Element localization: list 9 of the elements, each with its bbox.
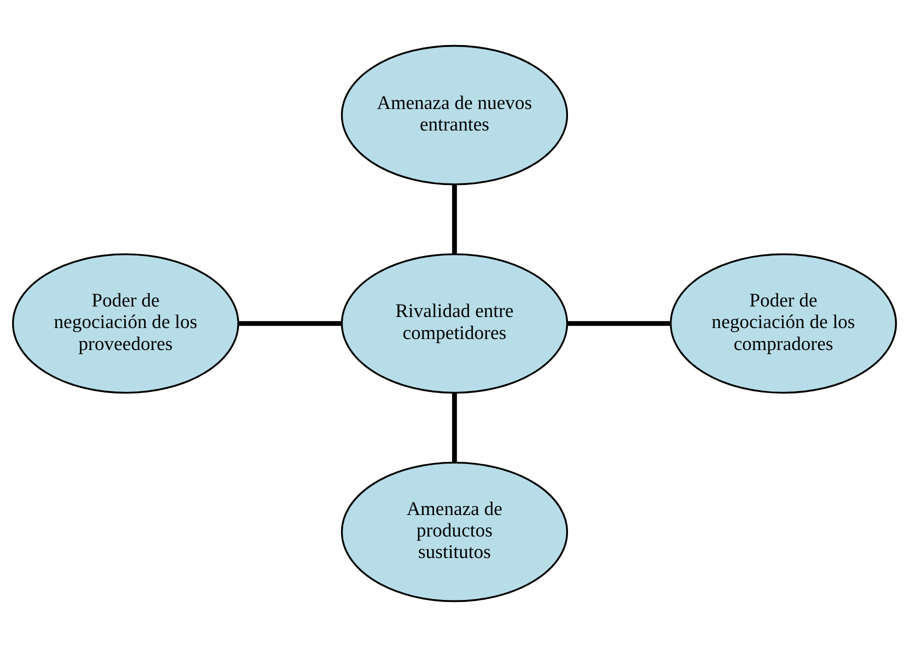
node-ellipse: Poder de negociación de los compradores: [670, 252, 897, 394]
connector: [238, 320, 342, 326]
node-ellipse: Amenaza de nuevos entrantes: [340, 44, 568, 185]
node-ellipse: Amenaza de productos sustitutos: [340, 461, 568, 602]
node-ellipse: Poder de negociación de los proveedores: [12, 252, 240, 394]
connector: [452, 392, 457, 462]
connector: [452, 184, 457, 254]
connector: [567, 320, 671, 326]
node-ellipse: Rivalidad entre competidores: [340, 252, 568, 394]
